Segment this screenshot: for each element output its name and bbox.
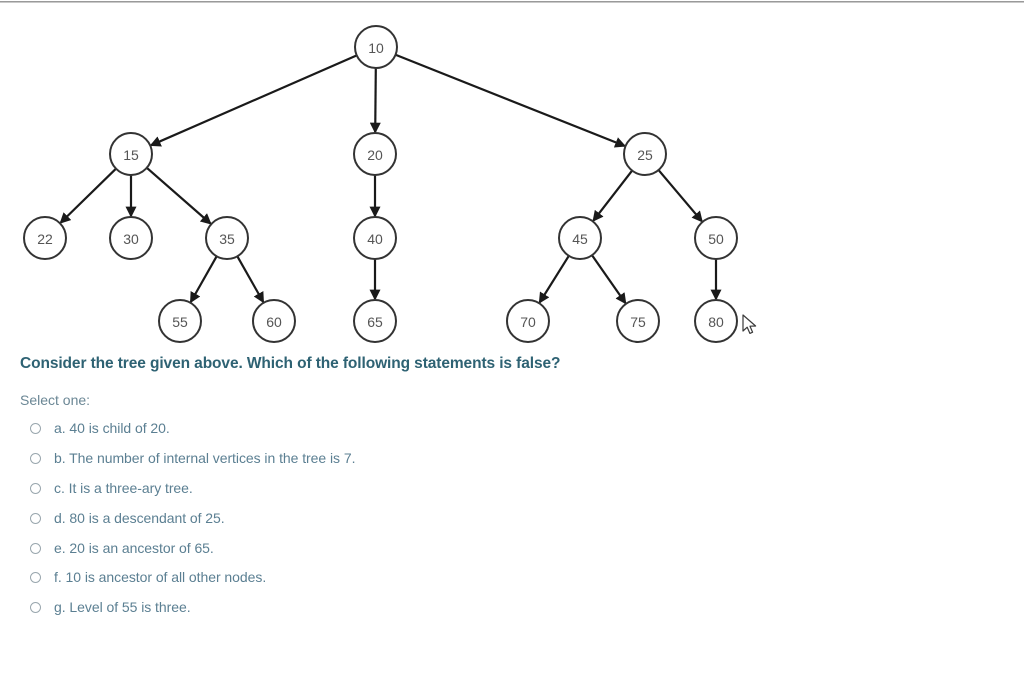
tree-node-circle-25 [623, 132, 667, 176]
tree-node-10: 10 [354, 25, 398, 69]
answer-option-label: g. Level of 55 is three. [54, 599, 191, 616]
tree-node-circle-10 [354, 25, 398, 69]
tree-node-25: 25 [623, 132, 667, 176]
answer-option-d[interactable]: d. 80 is a descendant of 25. [20, 510, 1000, 527]
answer-option-f[interactable]: f. 10 is ancestor of all other nodes. [20, 569, 1000, 586]
tree-node-circle-45 [558, 216, 602, 260]
tree-node-label-80: 80 [708, 314, 724, 330]
question-title: Consider the tree given above. Which of … [20, 355, 561, 372]
question-block: Consider the tree given above. Which of … [20, 355, 1000, 629]
tree-edge-45-to-75 [591, 254, 627, 305]
tree-node-60: 60 [252, 299, 296, 343]
tree-node-50: 50 [694, 216, 738, 260]
answer-option-label: e. 20 is an ancestor of 65. [54, 539, 214, 556]
tree-node-80: 80 [694, 299, 738, 343]
tree-node-label-35: 35 [219, 231, 235, 247]
tree-node-75: 75 [616, 299, 660, 343]
tree-node-20: 20 [353, 132, 397, 176]
tree-node-70: 70 [506, 299, 550, 343]
tree-node-circle-75 [616, 299, 660, 343]
tree-diagram-svg: 10 15 20 25 22 30 35 40 45 50 55 60 65 70 75 80 [23, 25, 738, 343]
tree-node-circle-20 [353, 132, 397, 176]
tree-node-40: 40 [353, 216, 397, 260]
tree-edge-45-to-70 [538, 255, 570, 304]
tree-node-label-60: 60 [266, 314, 282, 330]
radio-button-b[interactable] [30, 453, 41, 465]
tree-node-label-50: 50 [708, 231, 724, 247]
tree-node-label-25: 25 [637, 147, 653, 163]
radio-button-a[interactable] [30, 423, 41, 435]
tree-node-22: 22 [23, 216, 67, 260]
tree-edge-10-to-20 [369, 67, 381, 134]
answer-option-g[interactable]: g. Level of 55 is three. [20, 599, 1000, 616]
tree-node-label-15: 15 [123, 147, 139, 163]
tree-edge-25-to-50 [657, 169, 703, 223]
tree-node-65: 65 [353, 299, 397, 343]
tree-node-label-65: 65 [367, 314, 383, 330]
tree-node-circle-80 [694, 299, 738, 343]
answer-option-c[interactable]: c. It is a three-ary tree. [20, 480, 1000, 497]
answer-option-label: d. 80 is a descendant of 25. [54, 509, 225, 526]
tree-edge-35-to-60 [236, 255, 265, 304]
answer-option-label: b. The number of internal vertices in th… [54, 450, 356, 467]
tree-node-15: 15 [109, 132, 153, 176]
tree-edges [59, 53, 722, 305]
tree-node-45: 45 [558, 216, 602, 260]
tree-node-label-30: 30 [123, 231, 139, 247]
tree-node-circle-70 [506, 299, 550, 343]
tree-node-circle-15 [109, 132, 153, 176]
tree-node-circle-40 [353, 216, 397, 260]
tree-node-circle-55 [158, 299, 202, 343]
radio-button-g[interactable] [30, 602, 41, 614]
answer-option-b[interactable]: b. The number of internal vertices in th… [20, 450, 1000, 467]
answer-option-a[interactable]: a. 40 is child of 20. [20, 420, 1000, 437]
tree-node-30: 30 [109, 216, 153, 260]
tree-node-circle-60 [252, 299, 296, 343]
tree-node-label-22: 22 [37, 231, 53, 247]
tree-edge-10-to-25 [395, 53, 627, 148]
radio-button-d[interactable] [30, 512, 41, 524]
tree-edge-10-to-15 [149, 54, 358, 147]
tree-node-55: 55 [158, 299, 202, 343]
tree-node-circle-22 [23, 216, 67, 260]
answer-option-label: f. 10 is ancestor of all other nodes. [54, 569, 267, 586]
tree-node-label-75: 75 [630, 314, 646, 330]
tree-node-35: 35 [205, 216, 249, 260]
tree-nodes: 10 15 20 25 22 30 35 40 45 50 55 60 65 70 75 80 [23, 25, 738, 343]
tree-node-circle-35 [205, 216, 249, 260]
tree-edge-15-to-22 [59, 167, 117, 224]
tree-node-label-55: 55 [172, 314, 188, 330]
tree-node-label-10: 10 [368, 40, 384, 56]
tree-edge-25-to-45 [592, 169, 634, 222]
tree-edge-35-to-55 [189, 255, 218, 304]
tree-node-label-40: 40 [367, 231, 383, 247]
select-one-label: Select one: [20, 391, 91, 408]
tree-node-circle-30 [109, 216, 153, 260]
tree-node-label-45: 45 [572, 231, 588, 247]
radio-button-c[interactable] [30, 482, 41, 494]
tree-edge-15-to-35 [146, 167, 212, 225]
answer-option-label: a. 40 is child of 20. [54, 420, 170, 437]
radio-button-f[interactable] [30, 572, 41, 584]
answer-options-list: a. 40 is child of 20. b. The number of in… [20, 420, 1000, 616]
tree-node-label-20: 20 [367, 147, 383, 163]
tree-diagram-figure: 10 15 20 25 22 30 35 40 45 50 55 60 65 70 75 80 [0, 4, 1024, 350]
tree-node-circle-50 [694, 216, 738, 260]
window-top-border [0, 0, 1024, 4]
radio-button-e[interactable] [30, 542, 41, 554]
answer-option-label: c. It is a three-ary tree. [54, 479, 193, 496]
tree-node-circle-65 [353, 299, 397, 343]
answer-option-e[interactable]: e. 20 is an ancestor of 65. [20, 540, 1000, 557]
tree-node-label-70: 70 [520, 314, 536, 330]
